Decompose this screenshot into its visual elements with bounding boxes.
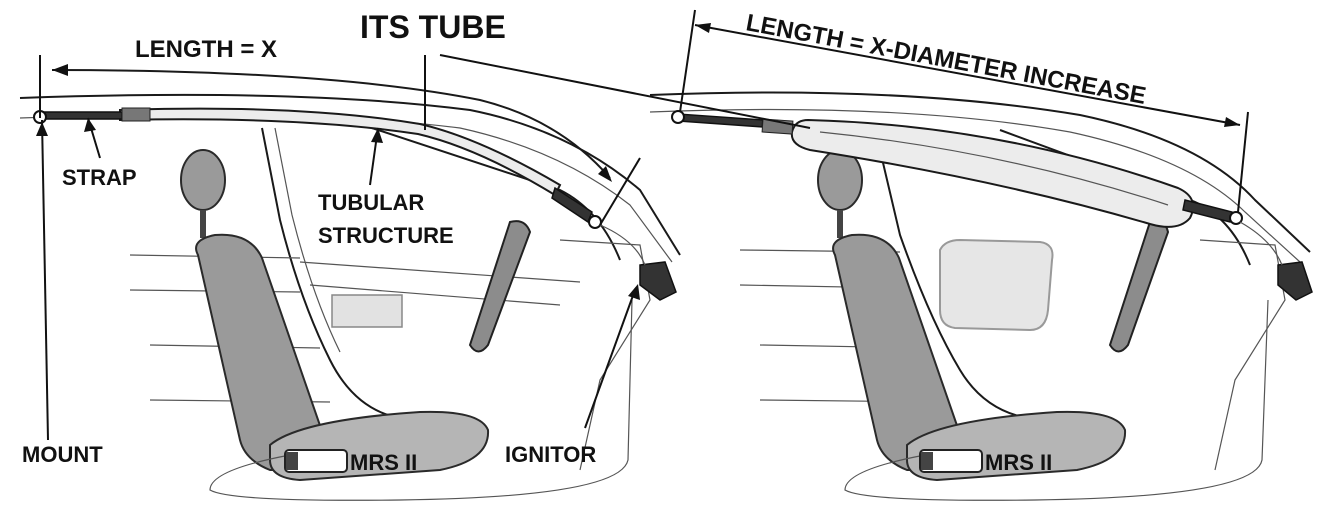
left-panel-stowed: [19, 55, 681, 501]
right-dimension-tick-front: [1237, 111, 1249, 213]
mrs-label-right: MRS II: [985, 450, 1052, 475]
right-ignitor-unit: [1277, 261, 1313, 301]
right-door-frame: [879, 149, 1051, 421]
length-x-label: LENGTH = X: [135, 36, 277, 63]
left-door-panel: [331, 294, 403, 328]
left-dimension-arrowhead-rear: [52, 64, 68, 76]
right-door-panel: [939, 238, 1054, 332]
right-rear-mount: [671, 110, 685, 124]
left-mrs-connector: [286, 452, 298, 470]
right-front-strap: [1182, 199, 1233, 223]
right-dimension-arrowhead-rear: [695, 23, 711, 33]
mount-leader: [41, 119, 49, 441]
tubular-label-line1: TUBULAR: [318, 190, 424, 215]
right-its-tube-inflated: [790, 118, 1194, 228]
left-headrest-post: [200, 210, 206, 238]
right-dimension-arrow: [694, 24, 1241, 126]
left-strap: [39, 111, 123, 120]
ignitor-leader-arrowhead: [628, 284, 640, 300]
left-steering-wheel: [468, 220, 532, 353]
right-headrest: [817, 149, 863, 211]
length-increase-label: LENGTH = X-DIAMETER INCREASE: [744, 9, 1148, 110]
right-tube-seam: [819, 131, 1169, 206]
ignitor-leader: [584, 289, 636, 429]
left-mrs-module: [284, 449, 348, 473]
left-wiring: [209, 299, 633, 501]
mount-label: MOUNT: [22, 442, 103, 467]
left-door-frame-inner: [274, 127, 341, 353]
left-dimension-tick-front: [599, 157, 641, 226]
left-body-line-5: [299, 261, 581, 283]
left-door-frame: [261, 127, 421, 421]
right-roof-inner-line: [649, 108, 1301, 263]
mount-leader-arrowhead: [36, 122, 48, 136]
left-headrest: [180, 149, 226, 211]
left-dimension-arrowhead-front: [598, 166, 612, 182]
right-steering-wheel: [1108, 220, 1170, 353]
right-mrs-module: [919, 449, 983, 473]
left-front-strap: [551, 186, 593, 224]
right-dash-outline: [1199, 239, 1286, 471]
mrs-label-left: MRS II: [350, 450, 417, 475]
right-panel-deployed: [439, 9, 1313, 501]
right-mrs-connector: [921, 452, 933, 470]
left-front-mount: [588, 215, 602, 229]
left-dash-outline: [559, 239, 651, 471]
right-dimension-tick-rear: [679, 9, 696, 113]
right-front-mount: [1229, 211, 1243, 225]
right-roof-line: [649, 91, 1311, 253]
tubular-leader-arrowhead: [371, 128, 383, 143]
left-roof-line: [19, 93, 681, 256]
right-ignitor-cable: [1239, 221, 1283, 266]
left-strap-buckle: [121, 107, 151, 122]
strap-label: STRAP: [62, 165, 137, 190]
its-tube-leader-right: [439, 54, 811, 129]
right-headrest-post: [837, 210, 843, 238]
tubular-label-line2: STRUCTURE: [318, 223, 454, 248]
left-dimension-arrow: [51, 69, 611, 179]
left-ignitor-unit: [639, 261, 677, 301]
ignitor-label: IGNITOR: [505, 442, 596, 467]
strap-leader-arrowhead: [84, 118, 96, 132]
left-body-line-6: [309, 284, 561, 306]
left-ignitor-cable: [599, 224, 646, 266]
right-dimension-arrowhead-front: [1224, 117, 1240, 127]
its-tube-label: ITS TUBE: [360, 9, 506, 45]
right-wiring: [844, 299, 1269, 501]
